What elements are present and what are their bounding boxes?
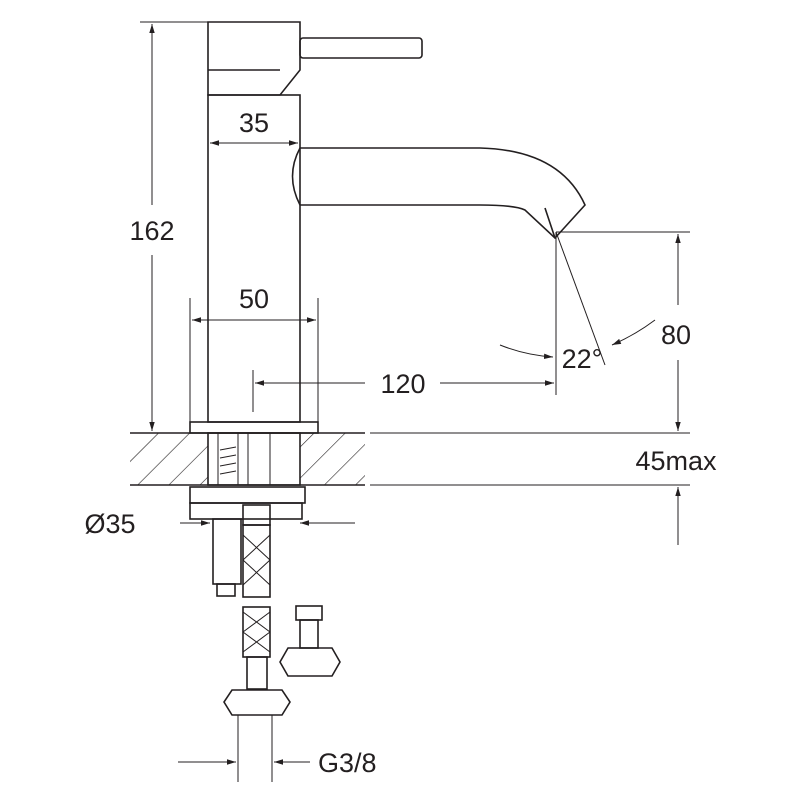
- faucet-body: [207, 21, 586, 423]
- counter-top: [130, 421, 690, 520]
- dim-spout-reach: 120: [380, 369, 425, 399]
- dim-spout-height: 80: [661, 320, 691, 350]
- dim-spout-angle: 22°: [562, 344, 603, 374]
- dim-body-width: 35: [239, 108, 269, 138]
- dim-height-total: 162: [129, 216, 174, 246]
- supply-hoses: [212, 504, 341, 716]
- dim-counter-thickness: 45max: [635, 446, 717, 476]
- dim-hole-diameter: Ø35: [84, 509, 135, 539]
- dim-base-width: 50: [239, 284, 269, 314]
- dimension-lines: [140, 21, 690, 782]
- dim-thread: G3/8: [318, 748, 377, 778]
